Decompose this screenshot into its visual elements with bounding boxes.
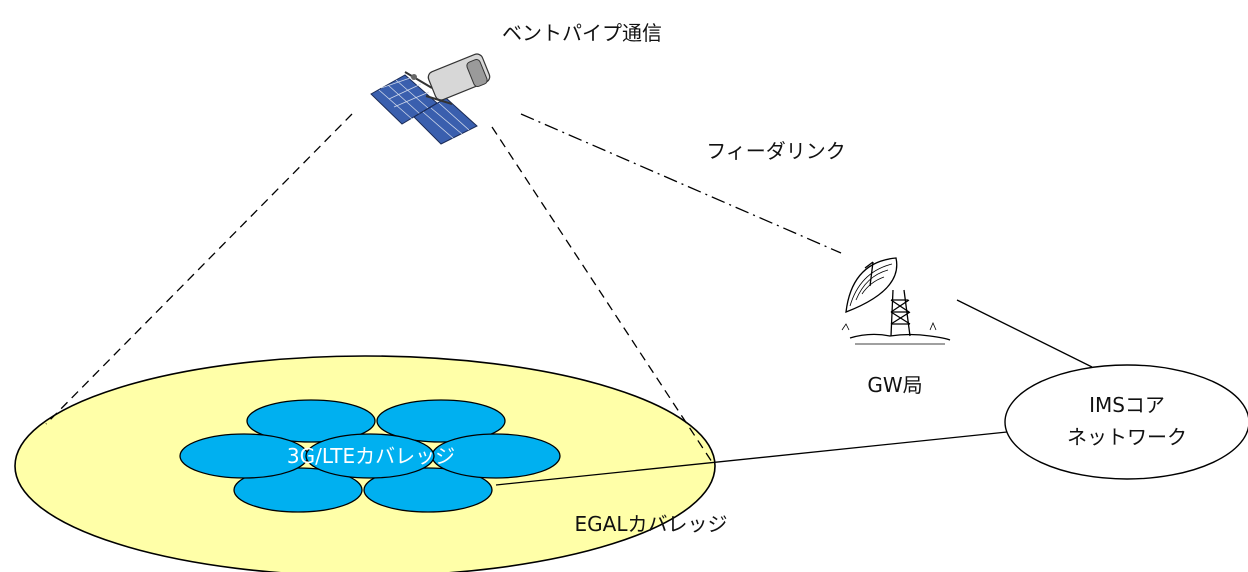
beam-right (491, 126, 713, 463)
ims-label-line2: ネットワーク (1067, 425, 1187, 449)
ims-label-line1: IMSコア (1089, 393, 1165, 417)
cell-top-right (376, 399, 506, 443)
ims-cell-link (495, 431, 1008, 486)
bent-pipe-label: ベントパイプ通信 (502, 21, 662, 45)
cell-bottom-right (363, 467, 493, 513)
cellular-cells (179, 399, 561, 513)
feeder-link-line (520, 113, 842, 254)
egal-coverage-label: EGALカバレッジ (575, 512, 728, 536)
satellite-dish-icon (841, 257, 951, 345)
feeder-link-label: フィーダリンク (706, 139, 846, 163)
beam-lines (45, 113, 713, 463)
cell-center (305, 433, 435, 479)
cell-top-left (246, 399, 376, 443)
beam-left (45, 113, 353, 425)
satellite-icon (370, 53, 491, 145)
gw-ims-link (956, 299, 1093, 368)
ims-core-network (1004, 364, 1248, 480)
cellular-coverage-label: 3G/LTEカバレッジ (287, 444, 455, 468)
gw-station-label: GW局 (867, 373, 922, 397)
